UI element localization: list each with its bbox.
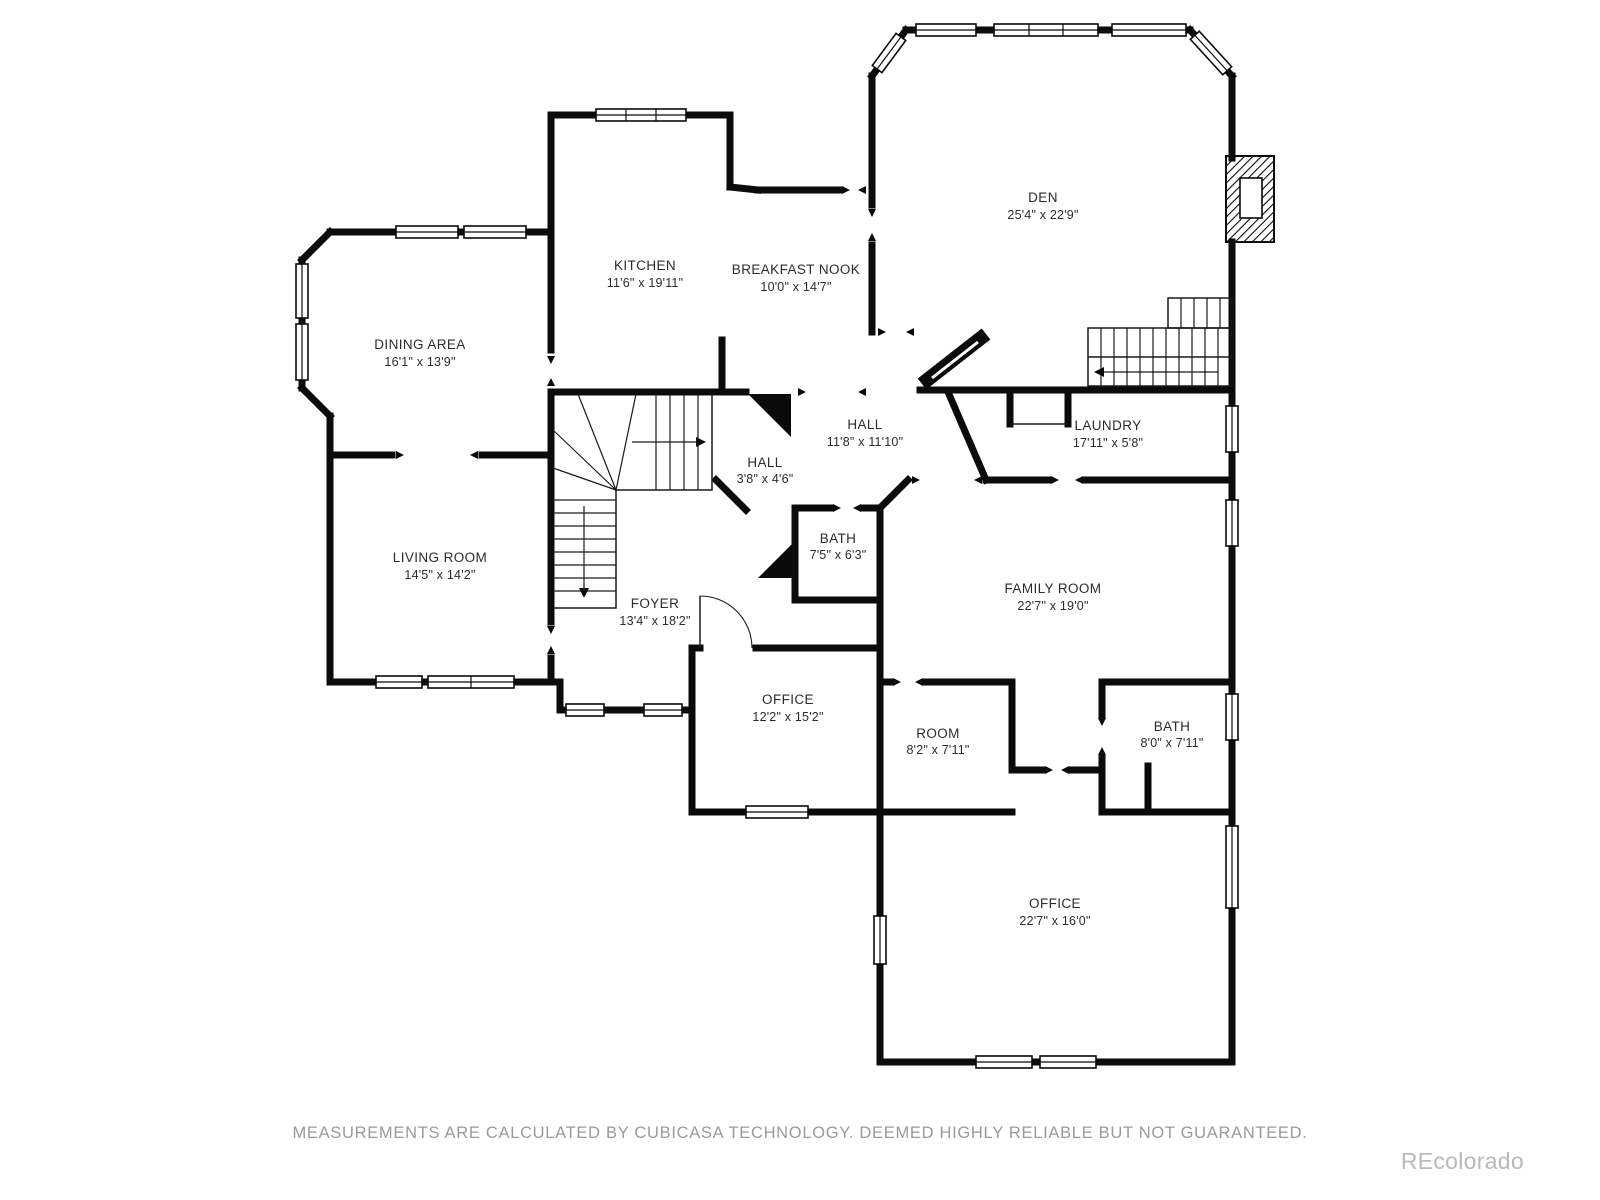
recolorado-watermark: REcolorado <box>1400 1148 1524 1174</box>
angled-wall-corner <box>748 394 791 437</box>
room-labels: DEN 25'4" x 22'9" KITCHEN 11'6" x 19'11"… <box>374 190 1203 928</box>
window-marker <box>1111 23 1187 37</box>
room-name-foyer: FOYER <box>631 596 680 611</box>
window-marker <box>915 23 977 37</box>
room-dims-kitchen: 11'6" x 19'11" <box>607 276 683 290</box>
room-name-living-room: LIVING ROOM <box>393 550 487 565</box>
window-marker <box>463 225 527 239</box>
room-name-laundry: LAUNDRY <box>1074 418 1141 433</box>
window-marker <box>1225 405 1239 453</box>
window-marker <box>595 108 687 122</box>
room-name-room: ROOM <box>916 726 960 741</box>
room-name-dining-area: DINING AREA <box>374 337 465 352</box>
interior-walls <box>326 228 1236 816</box>
room-dims-foyer: 13'4" x 18'2" <box>619 614 690 628</box>
chimney <box>1225 155 1275 243</box>
staircase-foyer <box>552 393 713 609</box>
measurement-disclaimer: MEASUREMENTS ARE CALCULATED BY CUBICASA … <box>292 1124 1308 1142</box>
room-name-office-center: OFFICE <box>762 692 814 707</box>
room-dims-office-bottom: 22'7" x 16'0" <box>1019 914 1090 928</box>
windows <box>295 23 1239 1069</box>
room-dims-room: 8'2" x 7'11" <box>906 743 969 757</box>
room-dims-hall-small: 3'8" x 4'6" <box>737 472 794 486</box>
stair-arrow <box>696 437 706 447</box>
room-name-bath-2: BATH <box>1154 719 1191 734</box>
window-marker <box>1225 825 1239 909</box>
room-name-family-room: FAMILY ROOM <box>1005 581 1102 596</box>
room-name-hall-small: HALL <box>747 455 782 470</box>
staircase-den <box>1087 297 1233 387</box>
room-dims-laundry: 17'11" x 5'8" <box>1073 436 1143 450</box>
window-marker <box>427 675 515 689</box>
room-name-office-bottom: OFFICE <box>1029 896 1081 911</box>
room-dims-bath: 7'5" x 6'3" <box>810 548 867 562</box>
window-marker <box>1225 499 1239 547</box>
room-dims-hall: 11'8" x 11'10" <box>827 435 903 449</box>
window-marker <box>873 915 887 965</box>
window-marker <box>643 703 683 717</box>
room-dims-dining-area: 16'1" x 13'9" <box>384 355 455 369</box>
room-dims-breakfast-nook: 10'0" x 14'7" <box>760 280 831 294</box>
stair-arrow <box>579 588 589 598</box>
window-marker <box>871 32 907 74</box>
corner-fireplace <box>917 328 991 390</box>
room-dims-bath-2: 8'0" x 7'11" <box>1140 736 1203 750</box>
room-name-bath: BATH <box>820 531 857 546</box>
window-marker <box>1039 1055 1097 1069</box>
room-dims-living-room: 14'5" x 14'2" <box>404 568 475 582</box>
room-dims-family-room: 22'7" x 19'0" <box>1017 599 1088 613</box>
stair-arrow <box>1094 367 1104 377</box>
window-marker <box>375 675 423 689</box>
door-swing-front <box>699 595 753 649</box>
window-marker <box>975 1055 1033 1069</box>
window-marker <box>565 703 605 717</box>
window-marker <box>295 263 309 319</box>
room-name-kitchen: KITCHEN <box>614 258 676 273</box>
room-name-hall: HALL <box>847 417 882 432</box>
window-marker <box>993 23 1099 37</box>
room-dims-office-center: 12'2" x 15'2" <box>752 710 823 724</box>
room-name-den: DEN <box>1028 190 1058 205</box>
window-marker <box>395 225 459 239</box>
angled-wall-corner <box>758 541 795 578</box>
window-marker <box>295 323 309 381</box>
room-name-breakfast-nook: BREAKFAST NOOK <box>732 262 860 277</box>
window-marker <box>1189 30 1233 76</box>
room-dims-den: 25'4" x 22'9" <box>1007 208 1078 222</box>
window-marker <box>1225 693 1239 741</box>
exterior-walls <box>297 25 1237 1066</box>
window-marker <box>745 805 809 819</box>
